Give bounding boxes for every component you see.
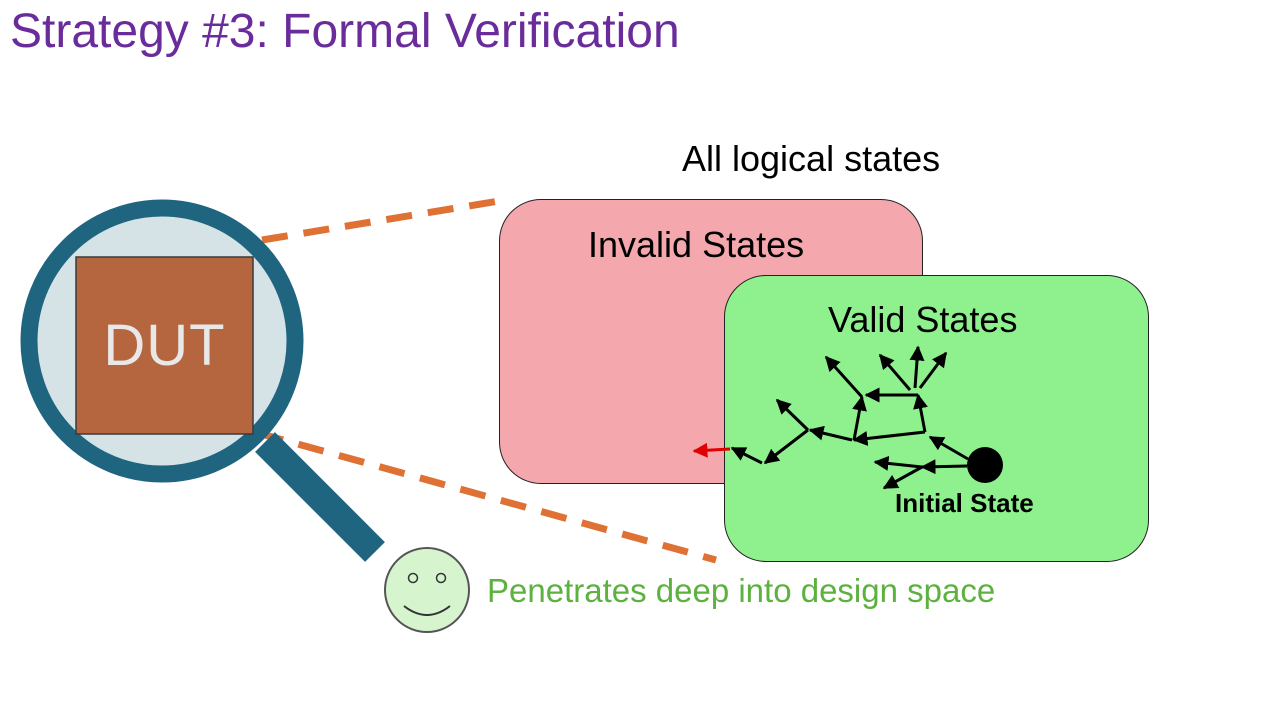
initial-state-node [967,447,1003,483]
slide-title: Strategy #3: Formal Verification [10,5,680,58]
zoom-line-top [261,197,500,244]
all-states-label: All logical states [682,138,941,179]
dut-label: DUT [103,313,226,378]
invalid-states-label: Invalid States [588,224,805,265]
magnifying-glass-icon [20,199,385,562]
state-graph [730,345,1003,490]
violation-arrow [692,442,731,458]
smiley-face-icon [384,547,470,633]
initial-state-label: Initial State [895,488,1034,518]
caption-text: Penetrates deep into design space [487,572,996,609]
zoom-line-bottom [257,429,717,564]
dut-block [75,256,254,435]
valid-states-label: Valid States [828,299,1018,340]
